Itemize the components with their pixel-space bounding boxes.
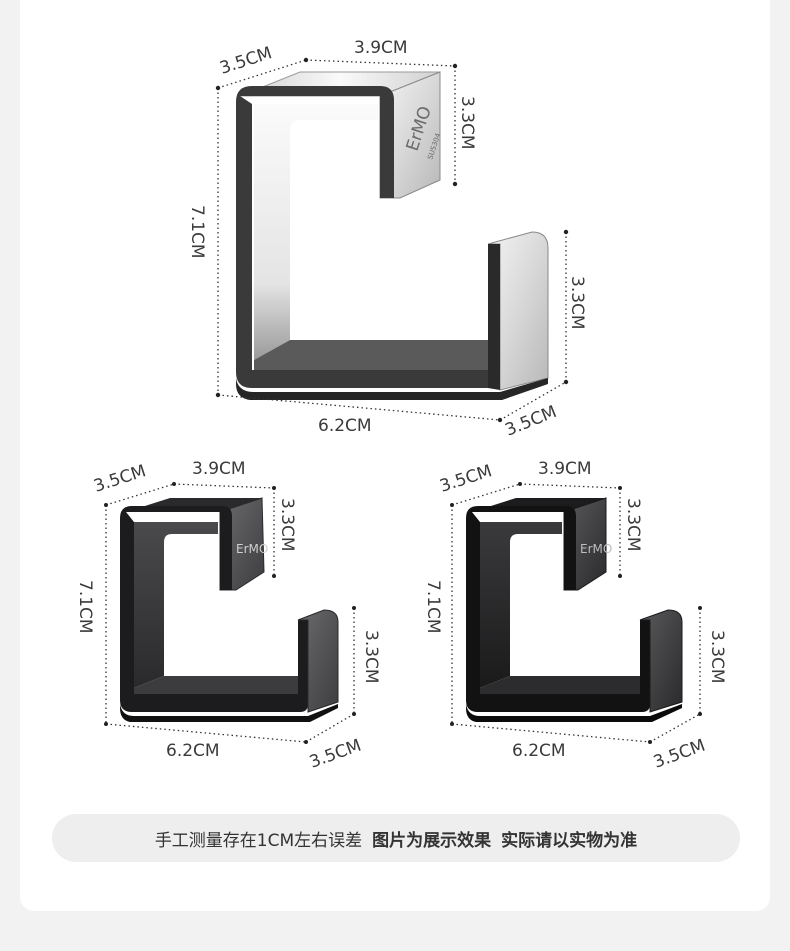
- dim-left-bottom-depth: 3.5CM: [307, 736, 364, 773]
- dim-right-bottom-width: 6.2CM: [512, 741, 566, 761]
- gunmetal-hook: ErMO: [120, 497, 339, 722]
- dim-right-bottom-depth: 3.5CM: [651, 736, 708, 773]
- dim-top-height: 3.3CM: [457, 96, 477, 150]
- dimension-lines-left: [105, 483, 355, 743]
- dimension-lines-top: [217, 59, 567, 421]
- dim-right-top-height: 3.3CM: [623, 498, 643, 552]
- disclaimer-measurement: 手工测量存在1CM左右误差: [154, 830, 363, 851]
- dimension-dots-right: [450, 482, 702, 744]
- disclaimer-banner: 手工测量存在1CM左右误差 图片为展示效果 实际请以实物为准: [52, 814, 740, 862]
- brand-logo-gunmetal: ErMO: [236, 542, 268, 556]
- dim-left-top-width: 3.9CM: [192, 459, 246, 479]
- dim-left-top-height: 3.3CM: [277, 498, 297, 552]
- dim-left-total-height: 7.1CM: [75, 580, 95, 634]
- black-hook: ErMO: [466, 497, 683, 722]
- disclaimer-actual: 实际请以实物为准: [501, 830, 638, 851]
- disclaimer-display: 图片为展示效果: [372, 830, 492, 851]
- dim-total-height: 7.1CM: [187, 205, 207, 259]
- dim-left-right-height: 3.3CM: [361, 630, 381, 684]
- dim-bottom-depth: 3.5CM: [502, 402, 559, 441]
- dim-right-top-width: 3.9CM: [538, 459, 592, 479]
- dim-left-bottom-width: 6.2CM: [166, 741, 220, 761]
- dim-right-right-height: 3.3CM: [707, 630, 727, 684]
- dim-bottom-width: 6.2CM: [318, 416, 372, 436]
- dim-right-height: 3.3CM: [567, 276, 587, 330]
- brand-logo-black: ErMO: [580, 542, 612, 556]
- dim-top-width: 3.9CM: [354, 38, 408, 58]
- dim-left-depth: 3.5CM: [91, 461, 148, 497]
- dim-right-depth: 3.5CM: [437, 461, 494, 497]
- dimension-dots-top: [215, 57, 569, 423]
- chrome-hook: ErMO SUS304: [236, 71, 549, 400]
- dim-right-total-height: 7.1CM: [423, 580, 443, 634]
- dimension-dots-left: [104, 482, 356, 744]
- dimension-lines-right: [451, 483, 701, 743]
